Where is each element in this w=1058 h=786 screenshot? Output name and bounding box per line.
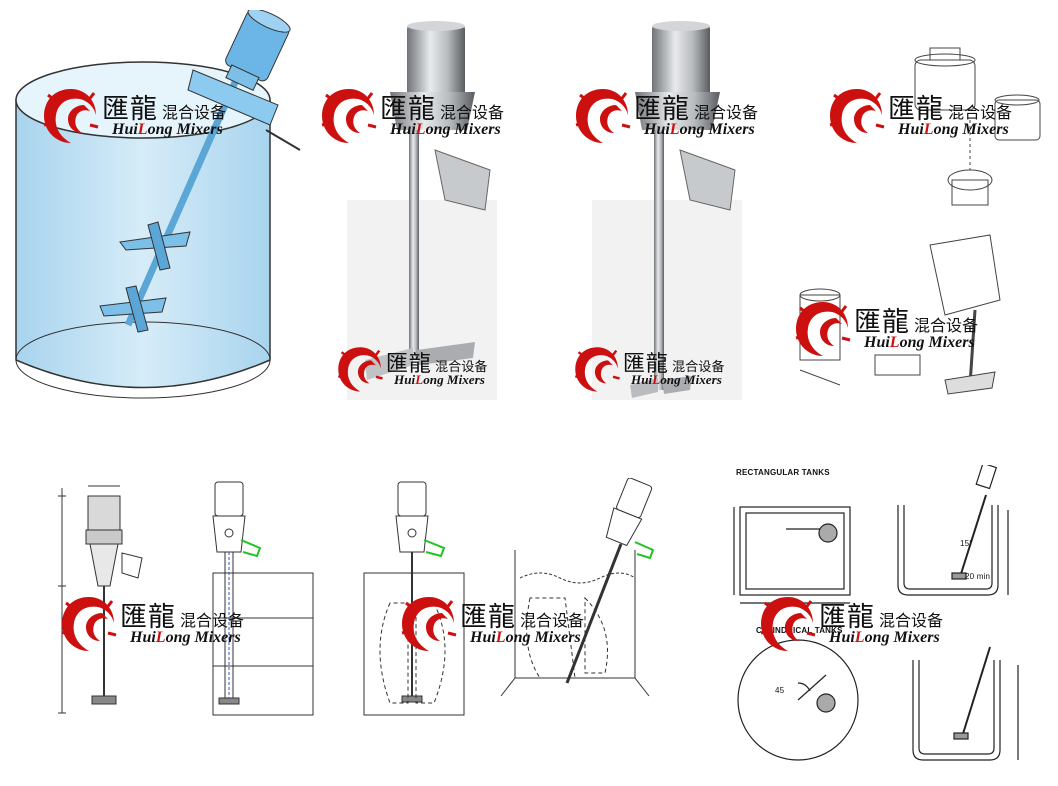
watermark: 匯龍混合设备 HuiLong Mixers [58,593,298,663]
watermark: 匯龍混合设备 HuiLong Mixers [757,593,997,663]
dragon-logo-icon [337,347,383,392]
rectangular-tanks-label: RECTANGULAR TANKS [736,468,830,477]
watermark: 匯龍混合设备 HuiLong Mixers [826,85,1058,155]
watermark: 匯龍混合设备 HuiLong Mixers [398,593,638,663]
stainless-mixer-photo-1 [335,20,505,405]
watermark: 匯龍混合设备 HuiLong Mixers [792,298,1032,368]
dragon-logo-icon [829,89,885,143]
dim-20min-label: 20 min [965,572,991,581]
watermark: 匯龍混合设备 HuiLong Mixers [335,344,532,401]
cylindrical-tanks-label: CYLINDRICAL TANKS [756,626,843,635]
dragon-logo-icon [760,597,816,651]
watermark: 匯龍混合设备 HuiLong Mixers [572,85,812,155]
watermark: 匯龍混合设备 HuiLong Mixers [572,344,769,401]
angle-45-label: 45 [775,686,785,695]
stainless-mixer-photo-2 [580,20,750,405]
tank-mixer-illustration [8,10,308,410]
dragon-logo-icon [43,89,99,143]
dragon-logo-icon [574,347,620,392]
dragon-logo-icon [575,89,631,143]
dragon-logo-icon [795,302,851,356]
dragon-logo-icon [61,597,117,651]
angled-mount-drawing [495,478,665,720]
watermark: 匯龍混合设备 HuiLong Mixers [40,85,280,155]
exploded-parts-drawing [780,40,1050,400]
watermark: 匯龍混合设备 HuiLong Mixers [318,85,558,155]
dragon-logo-icon [401,597,457,651]
drum-mount-drawing [205,478,325,720]
angle-15-label: 15° [960,539,973,548]
dragon-logo-icon [321,89,377,143]
